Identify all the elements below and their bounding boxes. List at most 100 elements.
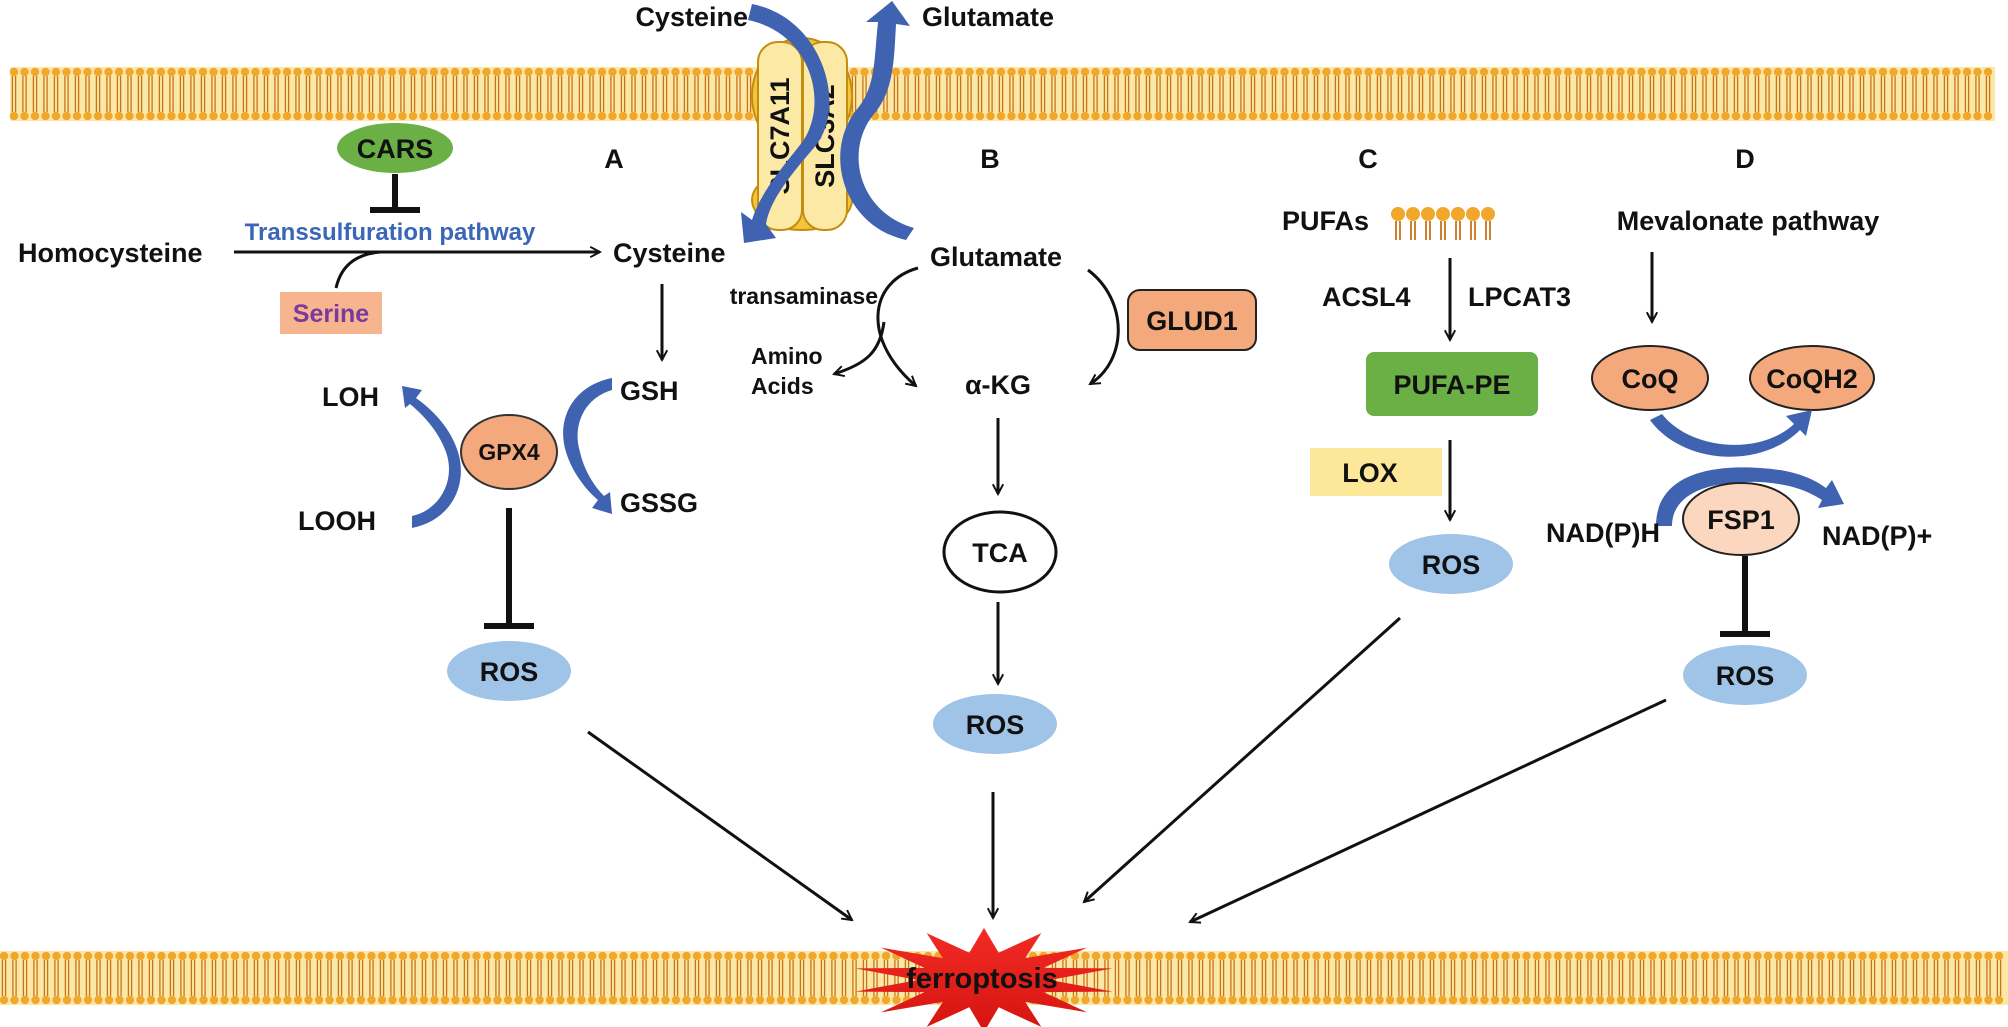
phospholipid-head (430, 995, 439, 1005)
phospholipid-tail (1713, 960, 1718, 978)
phospholipid-tail (1586, 94, 1592, 112)
phospholipid-head (1773, 111, 1783, 121)
phospholipid-head (545, 111, 554, 121)
phospholipid-head (1374, 111, 1384, 121)
phospholipid-head (618, 67, 628, 77)
phospholipid-tail (421, 960, 427, 978)
phospholipid-head (587, 951, 597, 961)
phospholipid-tail (1103, 94, 1109, 112)
phospholipid-tail (1166, 94, 1172, 112)
phospholipid-tail (1072, 94, 1077, 112)
phospholipid-tail (379, 76, 384, 94)
phospholipid-head (1165, 995, 1174, 1005)
phospholipid-head (566, 111, 575, 121)
phospholipid-head (429, 67, 439, 77)
phospholipid-head (1238, 995, 1248, 1005)
phospholipid-head (808, 951, 817, 961)
phospholipid-tail (873, 978, 878, 996)
phospholipid-tail (11, 94, 17, 112)
phospholipid-head (325, 951, 334, 961)
phospholipid-tail (1272, 960, 1277, 978)
phospholipid-head (1354, 995, 1363, 1005)
phospholipid-tail (1786, 960, 1792, 978)
phospholipid-head (1028, 111, 1037, 121)
phospholipid-head (430, 951, 439, 961)
phospholipid-head (1794, 67, 1804, 77)
phospholipid-head (902, 111, 911, 121)
phospholipid-tail (348, 960, 353, 978)
phospholipid-tail (516, 978, 521, 996)
phospholipid-head (1721, 951, 1731, 961)
phospholipid-tail (1208, 94, 1214, 112)
phospholipid-head (1375, 951, 1384, 961)
phospholipid-tail (369, 978, 374, 996)
phospholipid-head (1742, 951, 1752, 961)
phospholipid-head (188, 951, 198, 961)
phospholipid-tail (1, 978, 7, 996)
phospholipid-tail (180, 978, 185, 996)
phospholipid-head (325, 995, 334, 1005)
phospholipid-head (1564, 951, 1573, 961)
phospholipid-tail (1755, 960, 1760, 978)
phospholipid-tail (53, 94, 59, 112)
phospholipid-head (650, 995, 660, 1005)
phospholipid-head (597, 67, 607, 77)
phospholipid-tail (337, 94, 342, 112)
amino-acids-label-line1: Amino (751, 343, 823, 369)
phospholipid-tail (232, 960, 238, 978)
phospholipid-head (1280, 111, 1289, 121)
phospholipid-head (682, 995, 691, 1005)
phospholipid-tail (1870, 960, 1876, 978)
phospholipid-head (461, 951, 471, 961)
phospholipid-tail (22, 94, 27, 112)
phospholipid-head (1175, 995, 1185, 1005)
phospholipid-head (1038, 111, 1048, 121)
phospholipid-tail (127, 76, 132, 94)
phospholipid-head (514, 995, 523, 1005)
phospholipid-head (629, 111, 638, 121)
phospholipid-head (1784, 111, 1793, 121)
phospholipid-tail (1282, 94, 1287, 112)
phospholipid-head (1112, 67, 1121, 77)
phospholipid-head (640, 995, 649, 1005)
phospholipid-head (797, 951, 807, 961)
phospholipid-head (209, 67, 218, 77)
phospholipid-head (1459, 995, 1468, 1005)
pufas-label: PUFAs (1282, 206, 1369, 236)
phospholipid-tail (337, 960, 343, 978)
phospholipid-tail (22, 978, 28, 996)
phospholipid-head (94, 951, 103, 961)
phospholipid-head (1238, 67, 1247, 77)
phospholipid-tail (1975, 94, 1980, 112)
ferroptosis-burst: ferroptosis (855, 928, 1113, 1027)
phospholipid-head (52, 995, 61, 1005)
phospholipid-tail (705, 978, 710, 996)
phospholipid-tail (1860, 960, 1865, 978)
phospholipid-head (1469, 111, 1478, 121)
phospholipid-head (450, 111, 460, 121)
phospholipid-tail (1229, 94, 1235, 112)
phospholipid-tail (75, 978, 80, 996)
phospholipid-head (1459, 951, 1468, 961)
nadp-label: NAD(P)+ (1822, 521, 1932, 551)
phospholipid-head (619, 951, 628, 961)
phospholipid-tail (967, 76, 972, 94)
phospholipid-head (1690, 995, 1699, 1005)
phospholipid-tail (1366, 978, 1372, 996)
phospholipid-head (1542, 111, 1552, 121)
akg-label: α-KG (965, 370, 1031, 400)
phospholipid-head (1921, 995, 1930, 1005)
phospholipid-head (1322, 995, 1332, 1005)
phospholipid-head (251, 995, 261, 1005)
phospholipid-tail (725, 94, 731, 112)
phospholipid-tail (264, 978, 269, 996)
phospholipid-tail (600, 978, 605, 996)
phospholipid-head (482, 67, 491, 77)
phospholipid-head (1290, 67, 1300, 77)
phospholipid-tail (1649, 94, 1655, 112)
phospholipid-head (1375, 995, 1384, 1005)
phospholipid-tail (22, 76, 27, 94)
phospholipid-head (136, 995, 145, 1005)
phospholipid-tail (242, 76, 248, 94)
phospholipid-tail (1744, 76, 1749, 94)
